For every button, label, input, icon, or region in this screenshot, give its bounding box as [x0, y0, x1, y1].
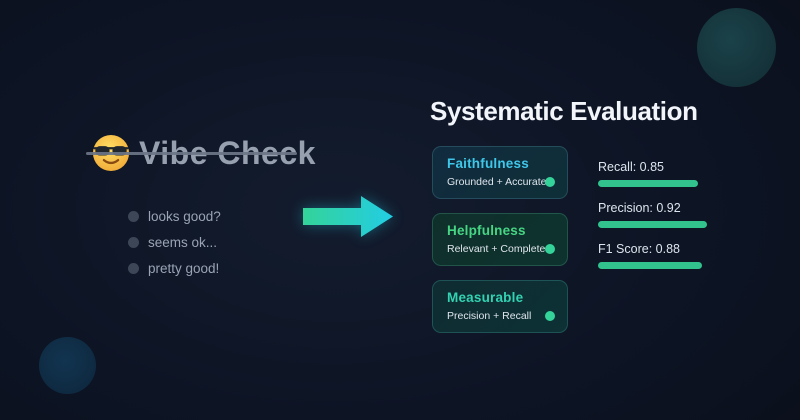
list-item: seems ok...	[128, 229, 221, 255]
bullet-dot-icon	[128, 262, 139, 274]
criterion-card-faithfulness: Faithfulness Grounded + Accurate	[432, 146, 568, 199]
criterion-card-helpfulness: Helpfulness Relevant + Complete	[432, 213, 568, 266]
bullet-dot-icon	[128, 210, 139, 222]
metrics-panel: Recall: 0.85 Precision: 0.92 F1 Score: 0…	[598, 160, 707, 283]
list-item: pretty good!	[128, 255, 221, 281]
page-title: Systematic Evaluation	[430, 96, 698, 126]
list-item-label: seems ok...	[148, 234, 218, 250]
decor-circle-top-right	[697, 8, 776, 87]
list-item: looks good?	[128, 203, 221, 229]
card-subtitle: Grounded + Accurate	[447, 176, 547, 188]
metric-row: Recall: 0.85	[598, 160, 707, 187]
card-title: Helpfulness	[447, 223, 526, 238]
bullet-dot-icon	[128, 236, 139, 248]
status-dot-icon	[545, 244, 555, 254]
status-dot-icon	[545, 177, 555, 187]
card-title: Measurable	[447, 290, 524, 305]
flow-arrow-icon	[303, 196, 393, 237]
card-title: Faithfulness	[447, 156, 529, 171]
card-subtitle: Precision + Recall	[447, 310, 532, 322]
metric-row: F1 Score: 0.88	[598, 242, 707, 269]
criterion-card-measurable: Measurable Precision + Recall	[432, 280, 568, 333]
metric-bar	[598, 262, 702, 269]
decor-circle-bottom-left	[39, 337, 96, 394]
metric-label: Recall: 0.85	[598, 160, 665, 174]
metric-label: F1 Score: 0.88	[598, 242, 680, 256]
metric-bar	[598, 221, 707, 228]
card-subtitle: Relevant + Complete	[447, 243, 546, 255]
list-item-label: pretty good!	[148, 260, 220, 276]
strikethrough-line	[86, 152, 297, 155]
metric-bar	[598, 180, 698, 187]
vibe-check-list: looks good? seems ok... pretty good!	[128, 203, 221, 281]
metric-label: Precision: 0.92	[598, 201, 681, 215]
list-item-label: looks good?	[148, 208, 221, 224]
metric-row: Precision: 0.92	[598, 201, 707, 228]
status-dot-icon	[545, 311, 555, 321]
